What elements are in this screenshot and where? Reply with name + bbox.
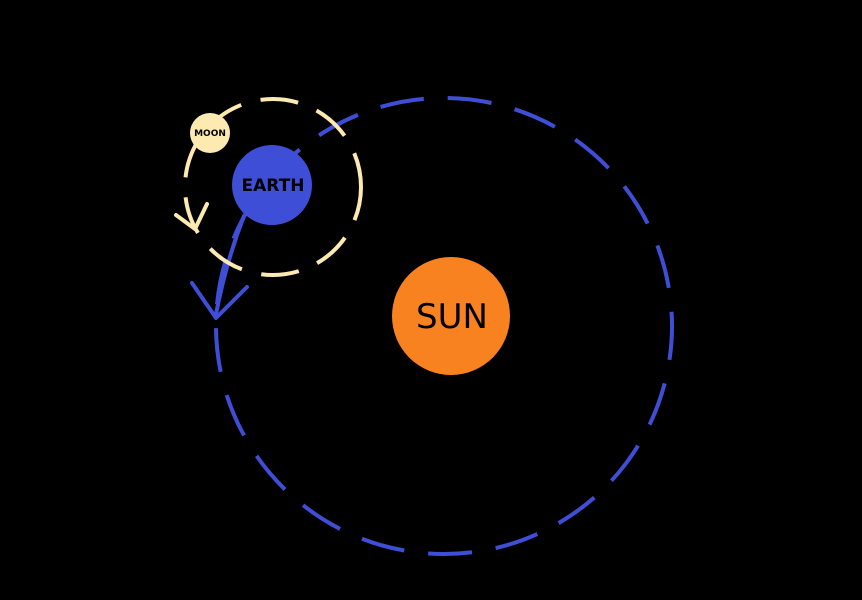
sun: SUN [392, 257, 510, 375]
sun-label: SUN [416, 297, 488, 337]
earth-label: EARTH [242, 176, 305, 196]
earth: EARTH [232, 145, 312, 225]
moon: MOON [190, 113, 230, 153]
moon-label: MOON [194, 129, 226, 139]
